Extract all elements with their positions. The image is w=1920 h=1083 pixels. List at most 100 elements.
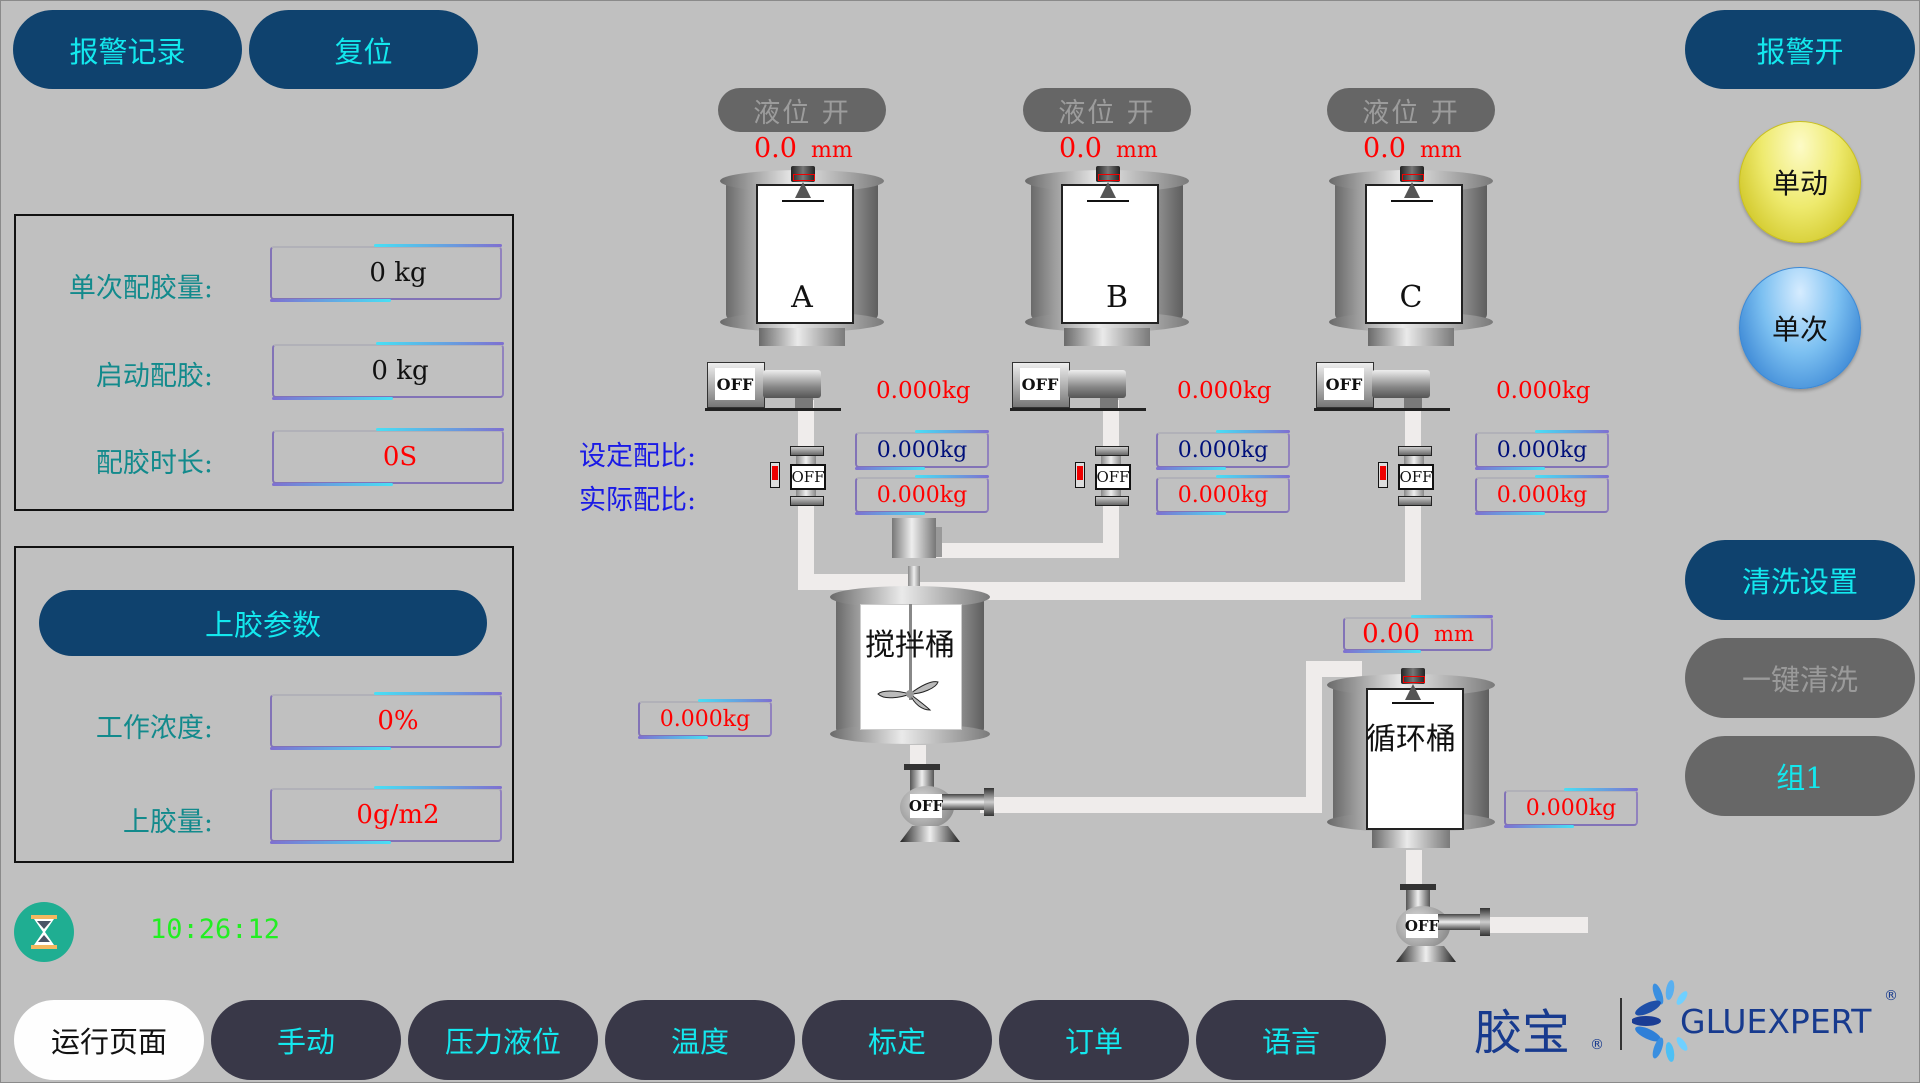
- group-button[interactable]: 组1: [1685, 736, 1915, 816]
- glue-parameters-button[interactable]: 上胶参数: [39, 590, 487, 656]
- tank-b-actual-ratio-field[interactable]: 0.000kg: [1156, 475, 1290, 515]
- tank-b-name: B: [1105, 280, 1129, 315]
- pipe-tank-c-horizontal: [900, 582, 1421, 600]
- mixer-name: 搅拌桶: [865, 628, 955, 663]
- single-mix-amount-label: 单次配胶量:: [68, 273, 213, 304]
- circulation-pump[interactable]: OFF: [1396, 884, 1496, 964]
- start-mix-field[interactable]: 0 kg: [272, 342, 504, 400]
- tank-a-weight: 0.000kg: [876, 378, 971, 404]
- actual-ratio-label: 实际配比:: [579, 485, 697, 516]
- tab-language[interactable]: 语言: [1196, 1000, 1386, 1080]
- tank-a-level-label: 液位 开: [753, 97, 851, 129]
- glue-amount-value: 0g/m2: [356, 800, 440, 830]
- glue-amount-field[interactable]: 0g/m2: [270, 786, 502, 844]
- tab-pressure-level[interactable]: 压力液位: [408, 1000, 598, 1080]
- tank-c-valve[interactable]: OFF: [1378, 446, 1434, 506]
- tab-calibration[interactable]: 标定: [802, 1000, 992, 1080]
- brand-cn-logo: 胶宝: [1474, 1005, 1571, 1061]
- tank-b-motor-state: OFF: [1020, 368, 1060, 400]
- single-mix-amount-field[interactable]: 0 kg: [270, 244, 502, 302]
- tank-c-level-readout: 0.0 mm: [1363, 133, 1462, 164]
- tank-a-valve[interactable]: OFF: [770, 446, 826, 506]
- single-action-button[interactable]: 单动: [1739, 121, 1861, 243]
- tank-a-level-unit: mm: [810, 138, 853, 163]
- tank-a-name: A: [791, 280, 813, 315]
- work-concentration-field[interactable]: 0%: [270, 692, 502, 750]
- set-ratio-label: 设定配比:: [579, 441, 697, 472]
- mix-parameters-panel: [14, 214, 514, 511]
- mix-duration-label: 配胶时长:: [95, 448, 213, 479]
- tank-c-set-ratio-value: 0.000kg: [1496, 437, 1588, 463]
- work-concentration-label: 工作浓度:: [95, 713, 213, 744]
- brand-en-registered-mark: ®: [1884, 988, 1898, 1004]
- tab-manual[interactable]: 手动: [211, 1000, 401, 1080]
- tank-a-motor[interactable]: OFF: [705, 362, 841, 412]
- mixer-weight-field[interactable]: 0.000kg: [638, 699, 772, 739]
- circulation-level-sensor-icon: [1392, 668, 1434, 704]
- tank-b-set-ratio-field[interactable]: 0.000kg: [1156, 430, 1290, 470]
- tank-b-motor[interactable]: OFF: [1010, 362, 1146, 412]
- tank-b: B: [1025, 170, 1189, 350]
- pipe-mixer-down: [910, 745, 926, 770]
- tank-c-motor-state: OFF: [1324, 368, 1364, 400]
- tank-c-level-label: 液位 开: [1362, 97, 1460, 129]
- group-label: 组1: [1776, 761, 1824, 795]
- tank-c-actual-ratio-value: 0.000kg: [1496, 482, 1588, 508]
- tab-run-page[interactable]: 运行页面: [14, 1000, 204, 1080]
- alarm-record-label: 报警记录: [69, 34, 186, 69]
- single-mix-amount-value: 0 kg: [369, 258, 427, 288]
- mixer-motor-icon: [892, 518, 936, 558]
- tab-run-page-label: 运行页面: [50, 1025, 167, 1059]
- tank-b-level-unit: mm: [1115, 138, 1158, 163]
- circulation-level-unit: mm: [1434, 622, 1474, 646]
- mix-duration-value: 0S: [382, 442, 418, 472]
- single-time-button[interactable]: 单次: [1739, 267, 1861, 389]
- one-key-clean-label: 一键清洗: [1741, 663, 1858, 697]
- mixer-pump[interactable]: OFF: [900, 764, 1000, 844]
- agitator-icon: [877, 681, 939, 711]
- reset-button[interactable]: 复位: [249, 10, 478, 89]
- tab-temperature[interactable]: 温度: [605, 1000, 795, 1080]
- tank-a-actual-ratio-field[interactable]: 0.000kg: [855, 475, 989, 515]
- tank-c-level-unit: mm: [1419, 138, 1462, 163]
- mix-duration-field[interactable]: 0S: [272, 428, 504, 486]
- start-mix-label: 启动配胶:: [95, 361, 213, 392]
- tank-c-level-value: 0.0: [1363, 133, 1406, 164]
- tank-b-set-ratio-value: 0.000kg: [1177, 437, 1269, 463]
- tank-a: A: [720, 170, 884, 350]
- alarm-on-button[interactable]: 报警开: [1685, 10, 1915, 89]
- tank-c-motor[interactable]: OFF: [1314, 362, 1450, 412]
- tank-a-level-button[interactable]: 液位 开: [718, 88, 886, 132]
- tab-orders-label: 订单: [1064, 1025, 1123, 1059]
- tank-a-set-ratio-field[interactable]: 0.000kg: [855, 430, 989, 470]
- tab-temperature-label: 温度: [670, 1025, 729, 1059]
- brand-divider: [1620, 998, 1622, 1050]
- tank-b-level-label: 液位 开: [1058, 97, 1156, 129]
- tank-c-actual-ratio-field[interactable]: 0.000kg: [1475, 475, 1609, 515]
- tank-c-level-button[interactable]: 液位 开: [1327, 88, 1495, 132]
- tank-c-set-ratio-field[interactable]: 0.000kg: [1475, 430, 1609, 470]
- tank-b-valve[interactable]: OFF: [1075, 446, 1131, 506]
- one-key-clean-button[interactable]: 一键清洗: [1685, 638, 1915, 718]
- tank-b-actual-ratio-value: 0.000kg: [1177, 482, 1269, 508]
- pipe-tank-b-horizontal: [934, 543, 1119, 558]
- circulation-level-value: 0.00: [1362, 619, 1421, 649]
- tank-b-level-button[interactable]: 液位 开: [1023, 88, 1191, 132]
- tank-c-valve-state: OFF: [1398, 464, 1434, 490]
- single-time-label: 单次: [1771, 313, 1828, 346]
- mixer-shaft: [908, 566, 920, 586]
- alarm-record-button[interactable]: 报警记录: [13, 10, 242, 89]
- mixer-tank: 搅拌桶: [830, 586, 990, 748]
- tank-a-level-value: 0.0: [754, 133, 797, 164]
- tank-b-level-sensor-icon: [1087, 166, 1129, 202]
- tab-orders[interactable]: 订单: [999, 1000, 1189, 1080]
- circulation-weight-field[interactable]: 0.000kg: [1504, 788, 1638, 828]
- circulation-level-field[interactable]: 0.00 mm: [1343, 615, 1493, 653]
- tab-pressure-level-label: 压力液位: [444, 1025, 561, 1059]
- tank-b-valve-state: OFF: [1095, 464, 1131, 490]
- circulation-weight-value: 0.000kg: [1525, 795, 1617, 821]
- clean-settings-button[interactable]: 清洗设置: [1685, 540, 1915, 620]
- pipe-riser-top: [1306, 661, 1362, 677]
- tank-c-weight: 0.000kg: [1496, 378, 1591, 404]
